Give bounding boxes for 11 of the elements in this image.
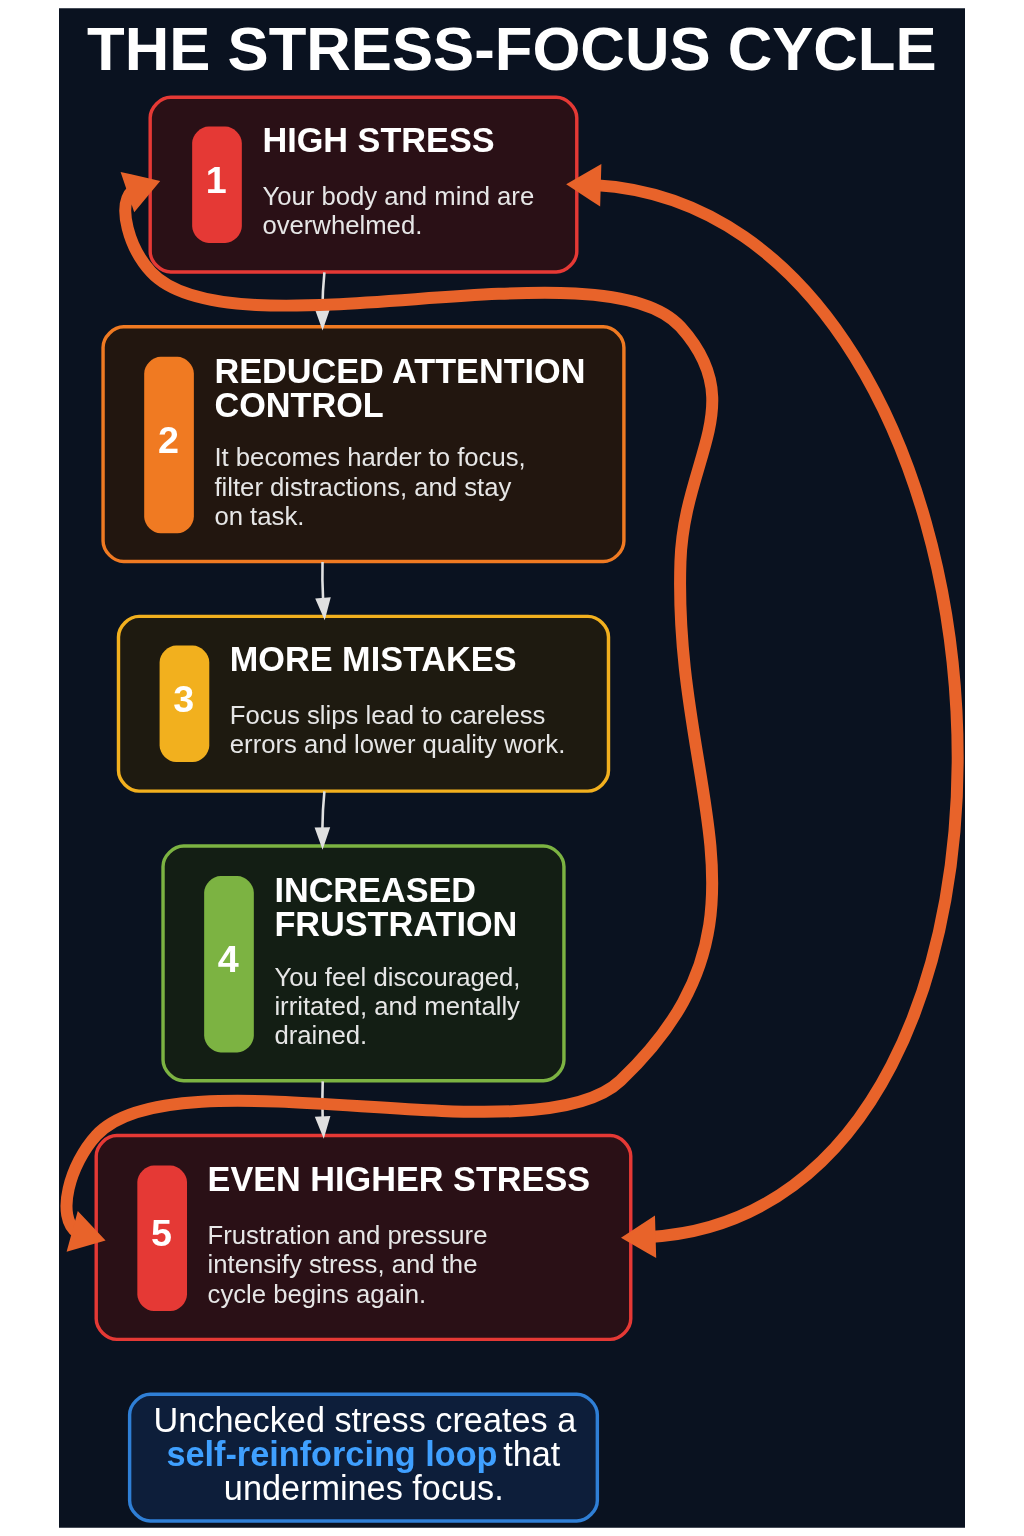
node-box: 3 MORE MISTAKES Focus slips lead to careless errors and lower quality work. (116, 614, 611, 793)
node-box: 2 REDUCED ATTENTION CONTROL It becomes harder to focus, filter distractions, and stay on task. (101, 325, 626, 564)
arrow (61, 172, 718, 1252)
arrow (315, 561, 331, 621)
node-box: 1 HIGH STRESS Your body and mind are overwhelmed. (148, 95, 579, 274)
node-box: 5 EVEN HIGHER STRESS Frustration and pressure intensify stress, and the cycle begins again. (94, 1133, 633, 1342)
node-box: Unchecked stress creates a self-reinforcing loop that undermines focus. (127, 1392, 600, 1523)
arrow (314, 791, 331, 850)
diagram-title: THE STRESS-FOCUS CYCLE (87, 13, 937, 83)
node-box: 4 INCREASED FRUSTRATION You feel discouraged, irritated, and mentally drained. (161, 844, 566, 1083)
arrow (566, 164, 963, 1258)
